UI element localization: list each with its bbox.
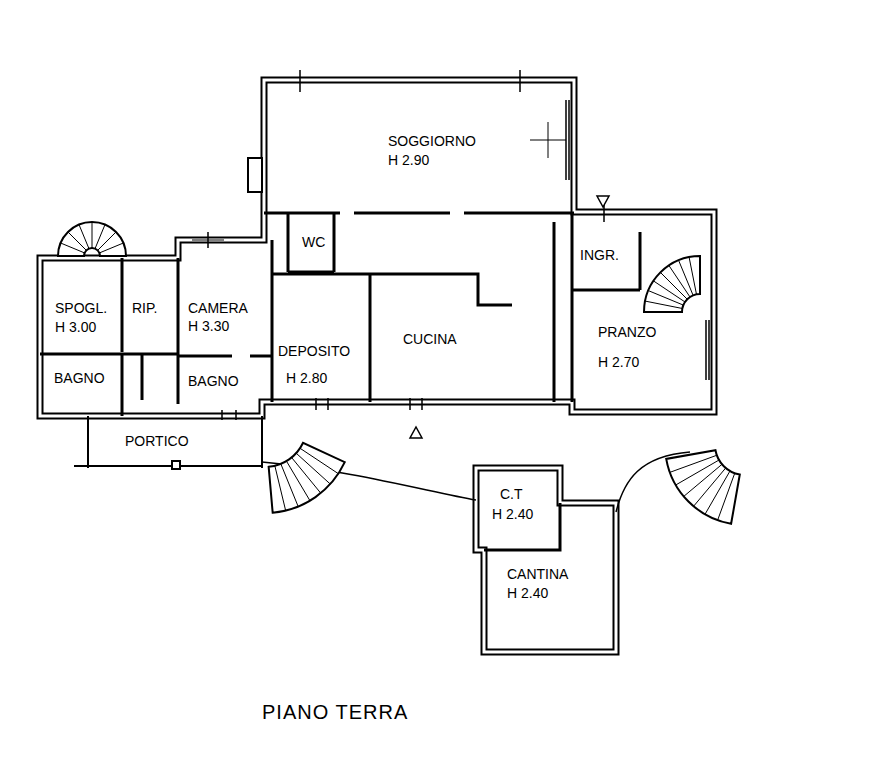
room-name: BAGNO	[54, 370, 105, 386]
room-name: CUCINA	[403, 331, 457, 347]
room-height: H 2.40	[507, 585, 548, 601]
portico-wall	[74, 416, 262, 468]
room: C.T H 2.40	[479, 471, 557, 547]
stair-step	[670, 455, 717, 472]
wall	[40, 258, 178, 404]
stair-step	[99, 243, 123, 253]
room-name: INGR.	[580, 247, 619, 263]
outer-walls	[40, 80, 714, 652]
room: CAMERA H 3.30	[180, 243, 270, 354]
wall	[484, 503, 560, 550]
wall	[264, 212, 574, 215]
caption: PIANO TERRA	[262, 700, 408, 724]
entrance-marker	[410, 427, 422, 438]
wall	[476, 468, 616, 652]
room: WC	[290, 216, 332, 270]
room-height: H 2.40	[492, 506, 533, 522]
room-name: BAGNO	[188, 373, 239, 389]
stair	[644, 256, 700, 312]
wall	[476, 468, 616, 652]
crosshair	[530, 122, 566, 158]
stair-step	[292, 458, 321, 494]
markers	[410, 196, 609, 438]
room-height: H 3.00	[55, 319, 96, 335]
room-name: RIP.	[132, 300, 157, 316]
stair-step	[689, 257, 696, 294]
stair-step	[676, 460, 719, 485]
stair-step	[275, 466, 286, 511]
wall	[40, 80, 714, 416]
room-height: H 2.80	[286, 370, 327, 386]
stair-step	[660, 272, 687, 299]
room: SPOGL. H 3.00	[44, 261, 120, 352]
room-name: SOGGIORNO	[388, 133, 476, 149]
room-height: H 2.70	[598, 354, 639, 370]
room-name: C.T	[500, 486, 523, 502]
stair-outline	[666, 450, 740, 524]
wall	[288, 213, 334, 272]
stair-step	[92, 222, 93, 248]
room-name: SPOGL.	[55, 300, 107, 316]
stair	[58, 222, 126, 256]
portico	[74, 416, 262, 469]
stair-step	[653, 281, 685, 302]
room: BAGNO	[44, 356, 120, 414]
room-name: CAMERA	[188, 300, 248, 316]
room: DEPOSITO H 2.80	[274, 276, 368, 400]
room: RIP.	[124, 261, 176, 352]
stair-outline	[269, 443, 345, 513]
room: SOGGIORNO H 2.90	[268, 84, 568, 210]
window	[300, 70, 569, 180]
windows	[208, 70, 709, 420]
wall	[272, 274, 512, 402]
stairs	[58, 222, 740, 524]
stair	[269, 443, 345, 513]
room-height: H 3.30	[188, 318, 229, 334]
wall	[122, 354, 142, 416]
chimney	[248, 158, 262, 192]
stair-step	[300, 448, 338, 473]
column	[172, 461, 180, 469]
room-name: PRANZO	[598, 324, 656, 340]
room-name: DEPOSITO	[278, 343, 350, 359]
room: PORTICO	[90, 418, 260, 464]
room-name: CANTINA	[507, 566, 568, 582]
stair-step	[79, 225, 89, 249]
stair-outline	[644, 256, 700, 312]
room: PRANZO H 2.70	[574, 318, 704, 410]
window	[208, 204, 709, 380]
crosshairs	[192, 122, 566, 240]
wall	[40, 80, 714, 416]
room-name: WC	[302, 234, 325, 250]
room-height: H 2.90	[388, 152, 429, 168]
wall	[554, 212, 640, 402]
stair-step	[718, 473, 735, 520]
interior-walls	[40, 212, 640, 550]
room: INGR.	[575, 224, 639, 288]
crosshair	[192, 240, 224, 241]
stair-step	[694, 468, 726, 506]
stair	[666, 450, 740, 524]
window	[222, 398, 422, 420]
entrance-marker	[597, 196, 609, 207]
room: CUCINA	[372, 307, 552, 400]
stair-outline	[58, 222, 126, 256]
room-name: PORTICO	[125, 433, 189, 449]
room: BAGNO	[180, 358, 270, 402]
room: CANTINA H 2.40	[487, 552, 613, 649]
stair-step	[286, 461, 309, 501]
wall	[178, 240, 272, 402]
